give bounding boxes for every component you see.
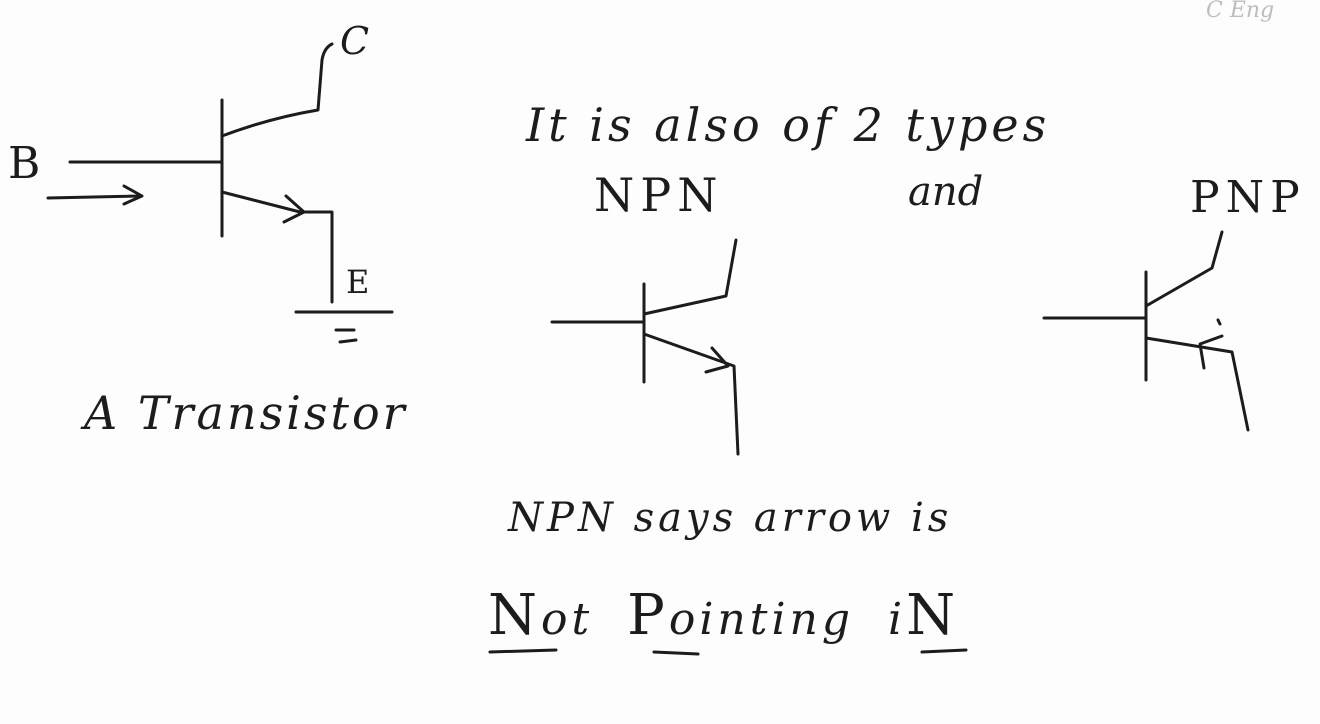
pnp-symbol: [1042, 230, 1250, 432]
ground-symbol: [334, 328, 358, 344]
npn-emitter-lead: [642, 332, 740, 456]
pnp-collector-lead: [1144, 230, 1224, 308]
underline-n2: [920, 648, 968, 654]
terminal-c-label: C: [340, 19, 370, 63]
mnemonic-word2-cap: P: [627, 583, 669, 648]
npn-symbol: [550, 238, 740, 456]
emitter-arrowhead: [282, 194, 306, 224]
corner-scribble: C Eng: [1206, 0, 1275, 23]
mnemonic-word3-cap: N: [906, 583, 960, 648]
pnp-arrowhead: [1198, 334, 1224, 370]
npn-label: NPN: [594, 168, 724, 222]
mnemonic-word1-cap: N: [488, 583, 541, 648]
mnemonic-underlines: [488, 648, 968, 656]
terminal-b-label: B: [8, 138, 41, 189]
pnp-label: PNP: [1190, 172, 1306, 223]
emitter-lead: [220, 190, 334, 304]
pnp-emitter-lead: [1144, 336, 1250, 432]
npn-collector-lead: [642, 238, 738, 316]
transistor-caption: A Transistor: [84, 386, 408, 440]
mnemonic-word3-rest: i: [888, 594, 907, 645]
npn-arrowhead: [704, 346, 730, 374]
and-label: and: [908, 169, 984, 215]
mnemonic-line1: NPN says arrow is: [508, 495, 953, 541]
pnp-mark: [1216, 318, 1222, 326]
transistor-symbol: [46, 42, 394, 344]
mnemonic-word1-rest: ot: [541, 594, 594, 645]
collector-lead: [220, 42, 334, 138]
underline-n: [488, 648, 558, 654]
underline-p: [652, 650, 700, 656]
base-current-arrow: [46, 184, 144, 206]
mnemonic-word2-rest: ointing: [668, 594, 855, 645]
types-text: It is also of 2 types: [526, 98, 1051, 152]
terminal-e-label: E: [346, 263, 370, 301]
